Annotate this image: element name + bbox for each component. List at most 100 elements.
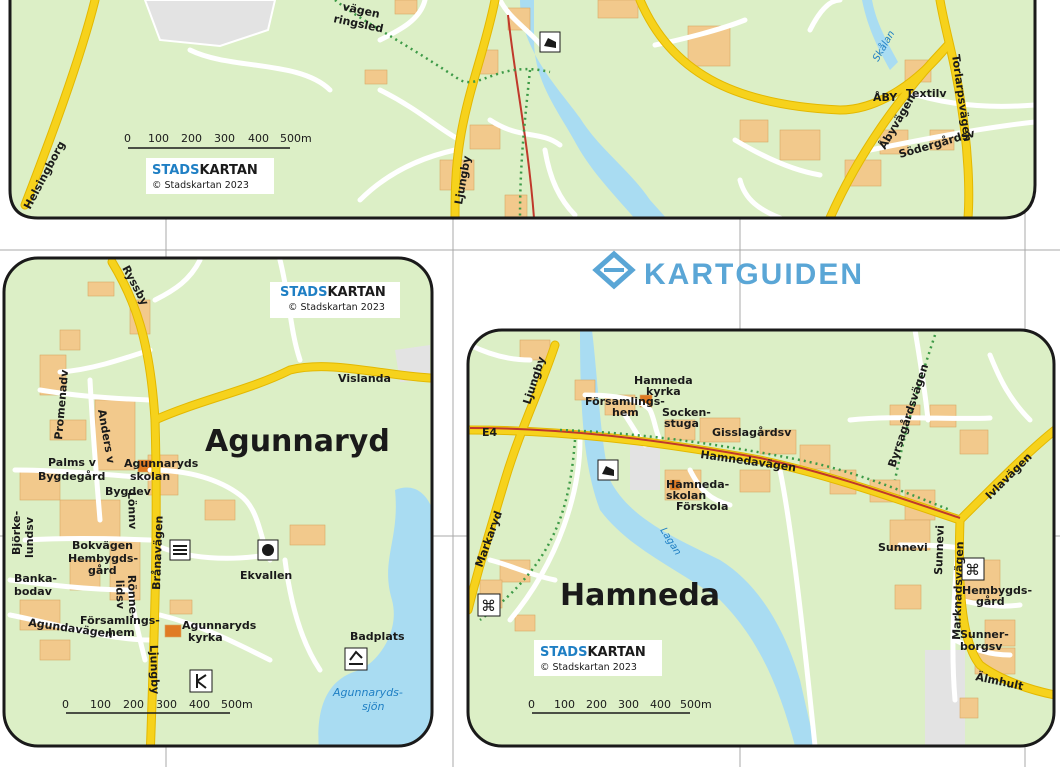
road-label-branavagen: Brånavägen	[150, 515, 166, 590]
road-label-bygdegard: Bygdegård	[38, 470, 105, 483]
top-map-panel: 0 100 200 300 400 500m STADSKARTAN © Sta…	[8, 0, 1037, 220]
agunnaryd-minor-roads	[7, 258, 323, 673]
road-label-bjorkelundsv-b: lundsv	[23, 516, 36, 558]
agunnaryd-title: Agunnaryd	[205, 424, 390, 459]
poi-label-sockenstuga-a: Socken-	[662, 406, 711, 419]
svg-text:100: 100	[554, 698, 575, 711]
svg-text:© Stadskartan 2023: © Stadskartan 2023	[288, 302, 385, 313]
svg-text:400: 400	[189, 698, 210, 711]
top-map-scalebar: 0 100 200 300 400 500m	[124, 132, 312, 149]
poi-label-sunnerborg-a: Sunner-	[960, 628, 1009, 641]
road-label-vislanda: Vislanda	[338, 372, 391, 385]
svg-text:0: 0	[124, 132, 131, 145]
hamneda-hembygd-icon-east: ⌘	[961, 557, 985, 581]
road-label-textilv: Textilv	[906, 87, 947, 100]
agunnaryd-scalebar: 0 100 200 300 400 500m	[62, 698, 253, 714]
hamneda-frame	[466, 328, 1056, 748]
agunnaryd-badplats-icon	[344, 647, 368, 671]
poi-label-badplats: Badplats	[350, 630, 405, 643]
top-map-minor-roads	[187, 0, 1035, 218]
poi-label-agunnaryd-forsamling-a: Församlings-	[80, 614, 160, 627]
svg-text:0: 0	[62, 698, 69, 711]
agunnaryd-parking-icon	[189, 669, 213, 693]
poi-label-agunnaryd-skola-a: Agunnaryds	[124, 457, 199, 470]
svg-text:© Stadskartan 2023: © Stadskartan 2023	[152, 180, 249, 191]
road-label-gisslagardsv: Gisslagårdsv	[712, 426, 792, 439]
kartguiden-wordmark: KARTGUIDEN	[644, 258, 864, 291]
hamneda-swimming-icon	[597, 459, 619, 481]
svg-text:500m: 500m	[221, 698, 253, 711]
road-label-promenadv: Promenadv	[52, 368, 71, 440]
top-map-trails	[334, 0, 551, 218]
top-map-major-roads	[21, 0, 973, 218]
poi-label-hamneda-skola-b: skolan	[666, 489, 706, 502]
agunnaryd-lake	[318, 487, 432, 746]
agunnaryd-stadskartan-logo: STADSKARTAN © Stadskartan 2023	[270, 282, 400, 318]
agunnaryd-frame	[2, 256, 434, 748]
road-label-lonnv: Lönnv	[125, 492, 139, 531]
hamneda-trails	[479, 334, 951, 621]
poi-label-hamneda-hembygd-a: Hembygds-	[962, 584, 1032, 597]
road-label-ljungby-agunnaryd: Ljungby	[147, 645, 162, 695]
poi-label-agunnaryd-hembygd-a: Hembygds-	[68, 552, 138, 565]
top-map-stadskartan-logo: STADSKARTAN © Stadskartan 2023	[146, 158, 274, 194]
road-label-bankabodav-b: bodav	[14, 585, 53, 598]
agunnaryd-buildings	[19, 281, 326, 661]
poi-label-agunnaryd-kyrka-b: kyrka	[188, 631, 223, 644]
svg-text:STADSKARTAN: STADSKARTAN	[540, 645, 646, 660]
svg-text:100: 100	[148, 132, 169, 145]
poi-label-hamneda-kyrka-a: Hamneda	[634, 374, 693, 387]
svg-text:STADSKARTAN: STADSKARTAN	[152, 163, 258, 178]
svg-text:300: 300	[214, 132, 235, 145]
poi-label-forskola: Förskola	[676, 500, 728, 513]
kartguiden-mark-icon	[592, 250, 636, 290]
road-label-bygdev: Bygdev	[105, 485, 152, 498]
agunnaryd-hembygd-icon	[169, 539, 191, 561]
poi-label-agunnaryd-kyrka-a: Agunnaryds	[182, 619, 257, 632]
poi-label-sockenstuga-b: stuga	[664, 417, 699, 430]
hamneda-scalebar: 0 100 200 300 400 500m	[528, 698, 712, 714]
road-label-bankabodav-a: Banka-	[14, 572, 57, 585]
poi-label-hamneda-kyrka-b: kyrka	[646, 385, 681, 398]
svg-text:100: 100	[90, 698, 111, 711]
svg-text:STADSKARTAN: STADSKARTAN	[280, 285, 386, 300]
svg-text:400: 400	[650, 698, 671, 711]
svg-text:⌘: ⌘	[481, 597, 496, 615]
agunnaryd-ekvallen-icon	[257, 539, 279, 561]
kartguiden-logo: KARTGUIDEN	[592, 250, 864, 291]
poi-label-hamneda-skola-a: Hamneda-	[666, 478, 729, 491]
svg-text:300: 300	[618, 698, 639, 711]
poi-label-agunnaryd-skola-b: skolan	[130, 470, 170, 483]
poi-label-agunnaryd-hembygd-b: gård	[88, 564, 117, 577]
svg-text:200: 200	[181, 132, 202, 145]
road-label-ronne-a: Rönne-	[125, 575, 140, 619]
poi-label-hamneda-hembygd-b: gård	[976, 595, 1005, 608]
hamneda-hembygd-icon-west: ⌘	[477, 593, 501, 617]
poi-label-hamneda-forsamling-a: Församlings-	[585, 395, 665, 408]
poi-label-sunnevi: Sunnevi	[878, 541, 928, 554]
svg-text:200: 200	[123, 698, 144, 711]
poi-label-agunnaryd-forsamling-b: hem	[108, 626, 135, 639]
poi-label-sunnerborg-b: borgsv	[960, 640, 1003, 653]
svg-text:400: 400	[248, 132, 269, 145]
road-label-bjorkelundsv-a: Björke-	[10, 511, 23, 555]
hamneda-stadskartan-logo: STADSKARTAN © Stadskartan 2023	[534, 640, 662, 676]
road-label-marknadsvagen: Marknadsvägen	[950, 541, 966, 640]
poi-label-hamneda-forsamling-b: hem	[612, 406, 639, 419]
road-label-bokvagen: Bokvägen	[72, 539, 133, 552]
hamneda-river	[580, 330, 815, 746]
hamneda-major-roads	[468, 341, 1054, 699]
hamneda-title: Hamneda	[560, 578, 720, 613]
road-label-sunnevi-v: Sunnevi	[932, 525, 947, 575]
road-label-ronne-b: lidsv	[113, 580, 127, 610]
svg-text:0: 0	[528, 698, 535, 711]
water-label-agunnaryd-sjon-b: sjön	[362, 700, 385, 713]
road-label-palms: Palms v	[48, 456, 97, 469]
agunnaryd-major-roads	[108, 258, 432, 746]
hamneda-minor-roads	[468, 330, 1033, 746]
water-label-agunnaryd-sjon-a: Agunnaryds-	[332, 686, 403, 699]
poi-label-ekvallen: Ekvallen	[240, 569, 292, 582]
svg-text:200: 200	[586, 698, 607, 711]
svg-text:⌘: ⌘	[965, 561, 980, 579]
